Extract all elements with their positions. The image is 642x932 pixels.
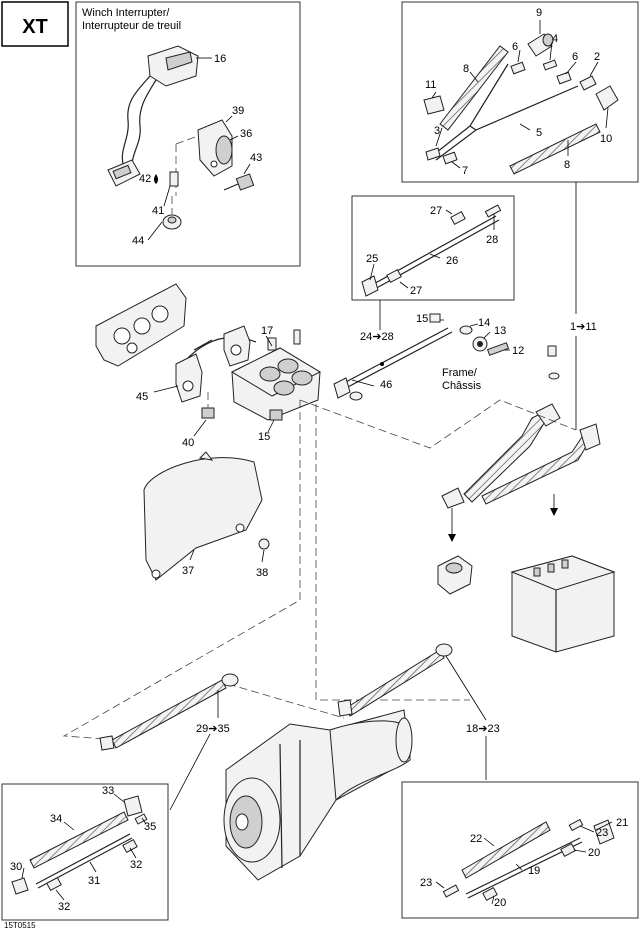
- range-24-28: 24➔28: [360, 331, 394, 343]
- cable-1-11-inset: 9 6 4 2 6 8 11 3 5 7 10 8: [401, 1, 639, 183]
- label-14: 14: [478, 317, 490, 329]
- cable-29-35-inset: 33 34 35 32 31 30 32: [1, 783, 169, 921]
- label-33: 33: [102, 785, 114, 797]
- winch-interrupter-title-2: Interrupteur de treuil: [82, 20, 181, 32]
- label-3: 3: [434, 125, 440, 137]
- label-27a: 27: [430, 205, 442, 217]
- label-13: 13: [494, 325, 506, 337]
- label-40: 40: [182, 437, 194, 449]
- drop-icon: [154, 174, 158, 184]
- label-15a: 15: [416, 313, 428, 325]
- label-25: 25: [366, 253, 378, 265]
- label-37: 37: [182, 565, 194, 577]
- battery: [510, 555, 616, 653]
- contactor-assembly: [230, 329, 322, 421]
- frame-label-1: Frame/: [442, 367, 478, 379]
- label-19: 19: [528, 865, 540, 877]
- label-42: 42: [139, 173, 151, 185]
- label-45: 45: [136, 391, 148, 403]
- label-34: 34: [50, 813, 62, 825]
- label-21: 21: [616, 817, 628, 829]
- label-36: 36: [240, 128, 252, 140]
- label-8b: 8: [564, 159, 570, 171]
- bracket-45: [175, 325, 251, 403]
- label-20b: 20: [494, 897, 506, 909]
- label-44: 44: [132, 235, 144, 247]
- label-27b: 27: [410, 285, 422, 297]
- xt-badge: XT: [1, 1, 69, 47]
- winch-connector: [107, 159, 141, 187]
- range-18-23: 18➔23: [466, 723, 500, 735]
- switch-bracket: [197, 119, 233, 177]
- label-22: 22: [470, 833, 482, 845]
- label-39: 39: [232, 105, 244, 117]
- label-11: 11: [425, 79, 436, 91]
- label-5: 5: [536, 127, 542, 139]
- label-38: 38: [256, 567, 268, 579]
- cable-24-28-inset: 27 28 26 25 27: [351, 195, 515, 301]
- sleeve-8-lower: [509, 123, 601, 175]
- label-8a: 8: [463, 63, 469, 75]
- label-35: 35: [144, 821, 156, 833]
- winch-interrupter-inset: Winch Interrupter/ Interrupteur de treui…: [75, 1, 301, 267]
- svg-text:XT: XT: [22, 16, 48, 38]
- cable-29-35: [99, 673, 239, 751]
- winch: [223, 709, 413, 881]
- cable-18-23-inset: 22 19 21 23 20 23 20: [401, 781, 639, 919]
- label-23a: 23: [596, 827, 608, 839]
- solenoid: [437, 555, 473, 595]
- frame-label-2: Châssis: [442, 380, 482, 392]
- range-1-11: 1➔11: [570, 321, 597, 333]
- label-2: 2: [594, 51, 600, 63]
- label-20a: 20: [588, 847, 600, 859]
- label-10: 10: [600, 133, 612, 145]
- winch-switch: [147, 45, 199, 87]
- label-6b: 6: [572, 51, 578, 63]
- screw-43: [223, 173, 255, 191]
- label-7: 7: [462, 165, 468, 177]
- winch-interrupter-title-1: Winch Interrupter/: [82, 7, 170, 19]
- label-17: 17: [261, 325, 273, 337]
- label-32a: 32: [130, 859, 142, 871]
- label-26: 26: [446, 255, 458, 267]
- sleeve-8-upper: [439, 45, 509, 131]
- label-46: 46: [380, 379, 392, 391]
- label-43: 43: [250, 152, 262, 164]
- label-6a: 6: [512, 41, 518, 53]
- drawing-code: 15T0515: [4, 921, 36, 930]
- label-9: 9: [536, 7, 542, 19]
- battery-cable: [441, 403, 601, 509]
- label-12: 12: [512, 345, 524, 357]
- label-41: 41: [152, 205, 164, 217]
- label-30: 30: [10, 861, 22, 873]
- cable-18-23: [337, 643, 453, 717]
- label-23b: 23: [420, 877, 432, 889]
- label-28: 28: [486, 234, 498, 246]
- cover-37: [143, 451, 263, 581]
- range-29-35: 29➔35: [196, 723, 230, 735]
- mounting-plate: [95, 283, 187, 367]
- label-4: 4: [552, 33, 558, 45]
- label-16: 16: [214, 53, 226, 65]
- label-31: 31: [88, 875, 100, 887]
- label-15b: 15: [258, 431, 270, 443]
- label-32b: 32: [58, 901, 70, 913]
